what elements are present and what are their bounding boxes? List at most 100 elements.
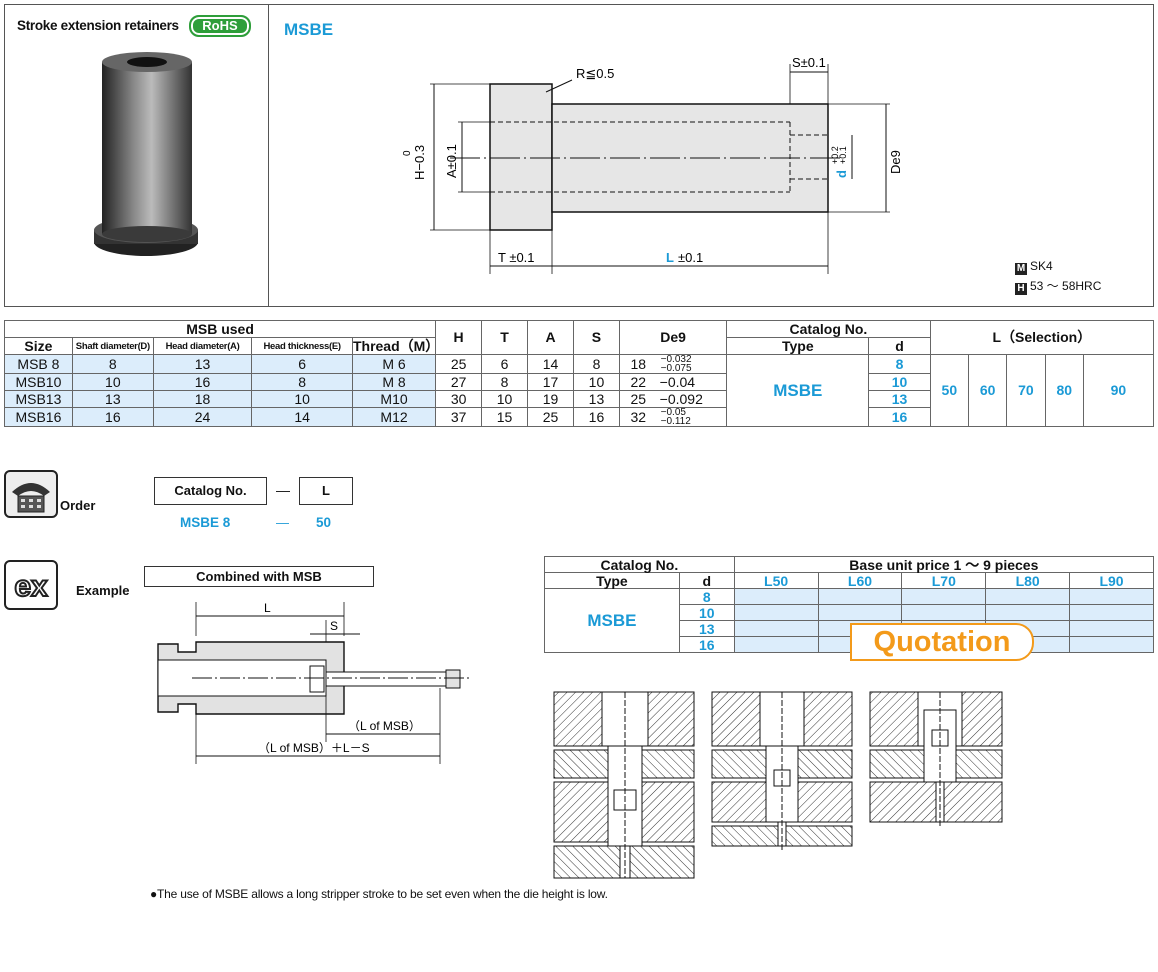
shaft-cell: 16 <box>71 407 154 427</box>
de-tolerance: −0.092 <box>656 390 728 408</box>
d-header: d <box>868 337 931 355</box>
catalog-header: Catalog No. <box>726 320 931 338</box>
price-catalog-header: Catalog No. <box>544 556 735 573</box>
s-cell: 16 <box>572 407 620 427</box>
price-table: Catalog No. Base unit price 1 ～ 9 pieces… <box>544 556 1155 653</box>
order-label: Order <box>60 498 96 513</box>
svg-text:ex: ex <box>14 570 48 603</box>
thread-cell: M10 <box>351 390 437 408</box>
size-cell: MSB10 <box>4 373 73 391</box>
usage-cross-sections <box>553 691 1003 879</box>
order-dash: — <box>276 482 290 498</box>
material-icon: M <box>1015 263 1027 275</box>
price-d-cell: 16 <box>678 636 735 653</box>
price-cell <box>901 588 987 605</box>
l-value: 50 <box>929 354 969 427</box>
thread-cell: M 8 <box>351 373 437 391</box>
msb-used-header: MSB used <box>3 320 437 338</box>
l-value: 80 <box>1044 354 1084 427</box>
de-tolerance: −0.05−0.112 <box>656 407 728 427</box>
table-row: MSB 8 8 13 6 M 6 25 6 14 8 18 −0.032−0.0… <box>4 354 1155 427</box>
product-photo <box>94 52 198 256</box>
headthick-cell: 10 <box>251 390 353 408</box>
spec-table: MSB used H T A S De9 Catalog No. L（Selec… <box>3 320 1155 427</box>
example-drawing: L S （L of MSB） （L of MSB）＋L－S <box>157 601 472 764</box>
price-l90-header: L90 <box>1069 572 1154 589</box>
head-diameter-header: Head diameter(A) <box>152 337 253 355</box>
price-cell <box>901 604 987 621</box>
price-group-header: Base unit price 1 ～ 9 pieces <box>733 556 1155 573</box>
thread-cell: M12 <box>351 407 437 427</box>
h-dim-top: 0 <box>402 150 413 156</box>
l-selection-header: L（Selection） <box>929 320 1155 355</box>
order-example-l: 50 <box>316 515 332 530</box>
type-header: Type <box>726 337 870 355</box>
s-header: S <box>572 320 620 355</box>
a-cell: 25 <box>527 407 574 427</box>
h-dim-label: H−0.3 <box>412 145 427 180</box>
price-cell <box>817 604 903 621</box>
product-title: Stroke extension retainers <box>17 18 179 33</box>
headdia-cell: 18 <box>152 390 253 408</box>
shaft-cell: 10 <box>71 373 154 391</box>
de-tol-lower: −0.112 <box>660 416 691 427</box>
table-row: MSBE 8 <box>544 588 1154 653</box>
shaft-cell: 13 <box>71 390 154 408</box>
material-text: SK4 <box>1030 259 1053 273</box>
example-s-label: S <box>330 619 338 633</box>
d-cell: 10 <box>868 373 931 391</box>
price-l80-header: L80 <box>985 572 1071 589</box>
order-l-box: L <box>299 477 353 505</box>
size-cell: MSB16 <box>4 407 73 427</box>
headthick-cell: 8 <box>251 373 353 391</box>
price-cell <box>817 588 903 605</box>
quotation-badge: Quotation <box>850 623 1034 661</box>
l-value: 70 <box>1006 354 1046 427</box>
h-cell: 37 <box>435 407 483 427</box>
size-cell: MSB 8 <box>4 354 73 374</box>
d-dim-label: d <box>834 170 849 178</box>
s-dim-label: S±0.1 <box>792 55 826 70</box>
s-cell: 8 <box>572 354 620 374</box>
price-cell <box>733 620 819 637</box>
headdia-cell: 16 <box>152 373 253 391</box>
l-value: 90 <box>1082 354 1155 427</box>
thread-header: Thread（M） <box>351 337 440 355</box>
price-cell <box>733 636 819 653</box>
d-cell: 16 <box>868 407 931 427</box>
s-cell: 10 <box>572 373 620 391</box>
de-tolerance: −0.04 <box>656 373 728 391</box>
headdia-cell: 13 <box>152 354 253 374</box>
order-example-catalog: MSBE 8 <box>180 515 231 530</box>
price-cell <box>733 588 819 605</box>
price-cell <box>1069 636 1154 653</box>
cross-section-3 <box>869 691 1003 826</box>
a-cell: 14 <box>527 354 574 374</box>
l-dim-label: L <box>666 250 674 265</box>
product-header-box <box>4 4 1154 307</box>
type-title: MSBE <box>284 20 334 39</box>
l-dim-tol: ±0.1 <box>678 250 703 265</box>
table-row: 10 <box>545 604 1154 621</box>
price-d-cell: 13 <box>678 620 735 637</box>
example-icon: ex <box>4 560 58 610</box>
table-row: MSB10 10 16 8 M 8 27 8 17 10 22 −0.04 10 <box>4 373 1154 391</box>
price-cell <box>1069 604 1154 621</box>
s-cell: 13 <box>572 390 620 408</box>
de-cell: 32 <box>618 407 657 427</box>
price-l60-header: L60 <box>817 572 903 589</box>
de-dim-label: De9 <box>888 150 903 174</box>
dimension-drawing: H−0.3 0 A±0.1 De9 d +0.1 +0.2 S±0.1 R≦0.… <box>402 55 903 274</box>
de-tol-lower: −0.075 <box>660 363 692 374</box>
price-cell <box>985 588 1071 605</box>
a-cell: 19 <box>527 390 574 408</box>
h-cell: 25 <box>435 354 483 374</box>
example-formula-label: （L of MSB）＋L－S <box>258 741 370 755</box>
size-cell: MSB13 <box>4 390 73 408</box>
de-header: De9 <box>618 320 728 355</box>
order-example-dash: — <box>276 515 289 530</box>
de-cell: 22 <box>618 373 657 391</box>
combined-with-msb-box: Combined with MSB <box>144 566 374 587</box>
l-value: 60 <box>967 354 1008 427</box>
headthick-cell: 6 <box>251 354 353 374</box>
